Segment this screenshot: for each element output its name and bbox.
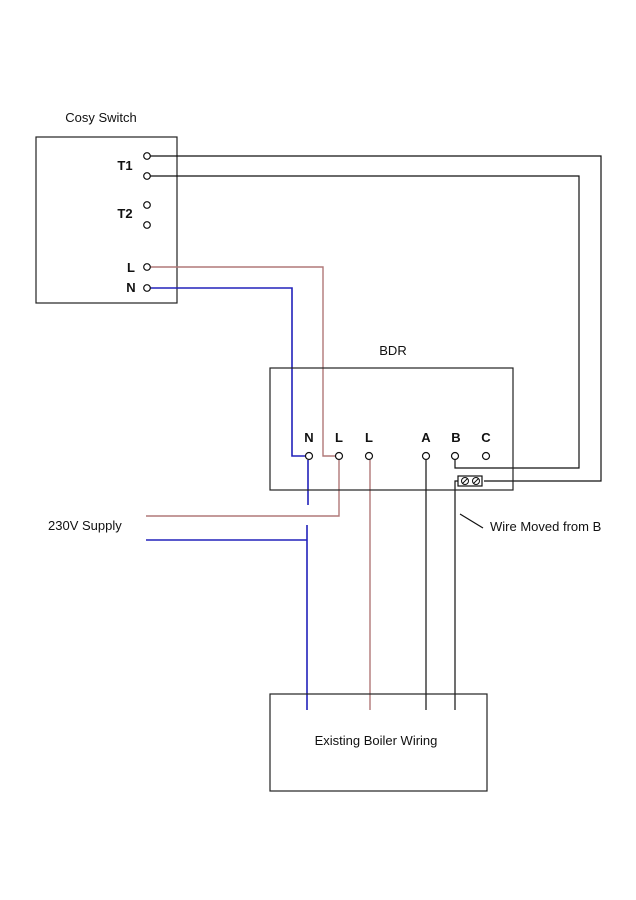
terminal-block-icon bbox=[457, 475, 483, 487]
bdr-terminal-c bbox=[481, 451, 491, 461]
wire-t1-outer bbox=[150, 155, 602, 482]
wire-switch-neutral bbox=[150, 287, 308, 457]
cosy-terminal-l bbox=[143, 263, 151, 271]
cosy-terminal-n bbox=[143, 284, 151, 292]
annotation-leader-line bbox=[459, 513, 484, 529]
cosy-terminal-n-label: N bbox=[126, 280, 135, 295]
cosy-terminal-t2-label: T2 bbox=[117, 206, 132, 221]
supply-label: 230V Supply bbox=[48, 518, 122, 533]
bdr-terminal-a-label: A bbox=[421, 430, 431, 445]
cosy-terminal-t1-a bbox=[143, 152, 151, 160]
bdr-terminal-c-label: C bbox=[481, 430, 491, 445]
cosy-terminal-t2-a bbox=[143, 201, 151, 209]
bdr-terminal-l1-label: L bbox=[335, 430, 343, 445]
wire-boiler-moved bbox=[454, 480, 462, 710]
bdr-terminal-n-label: N bbox=[304, 430, 313, 445]
bdr-terminal-b bbox=[450, 451, 460, 461]
wire-t1-inner bbox=[150, 175, 580, 469]
cosy-terminal-t2-b bbox=[143, 221, 151, 229]
bdr-terminal-l2-label: L bbox=[365, 430, 373, 445]
wire-supply-live bbox=[146, 460, 340, 517]
bdr-terminal-l2 bbox=[364, 451, 374, 461]
cosy-terminal-l-label: L bbox=[127, 260, 135, 275]
bdr-terminal-b-label: B bbox=[451, 430, 460, 445]
cosy-terminal-t1-b bbox=[143, 172, 151, 180]
bdr-terminal-n bbox=[304, 451, 314, 461]
cosy-switch-title: Cosy Switch bbox=[65, 110, 137, 125]
bdr-box bbox=[269, 367, 514, 491]
wire-switch-live bbox=[150, 266, 338, 457]
annotation-text: Wire Moved from B bbox=[490, 519, 601, 534]
cosy-switch-box bbox=[35, 136, 178, 304]
cosy-terminal-t1-label: T1 bbox=[117, 158, 132, 173]
boiler-box bbox=[269, 693, 488, 792]
bdr-terminal-l1 bbox=[334, 451, 344, 461]
bdr-title: BDR bbox=[379, 343, 406, 358]
bdr-terminal-a bbox=[421, 451, 431, 461]
boiler-label: Existing Boiler Wiring bbox=[315, 733, 438, 748]
